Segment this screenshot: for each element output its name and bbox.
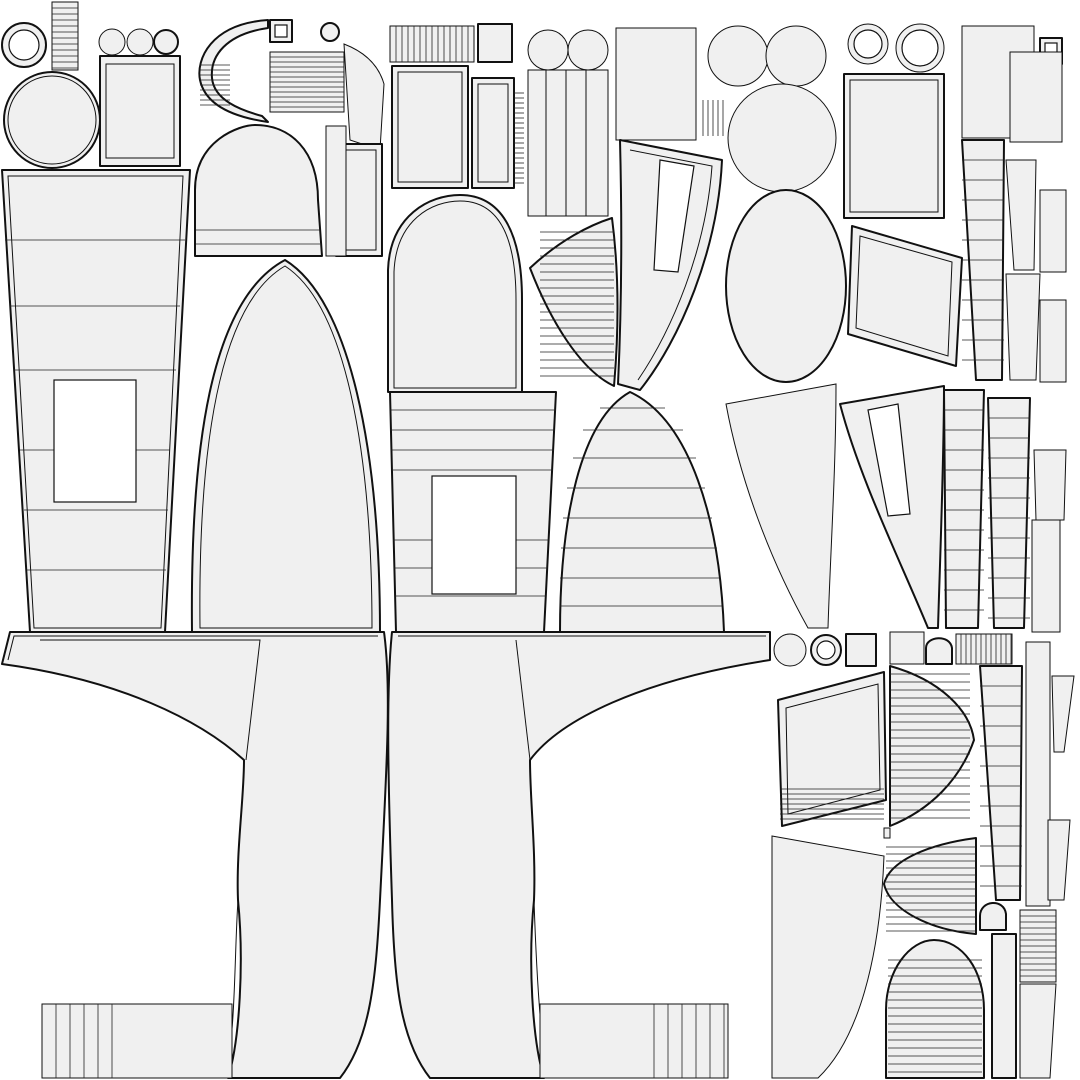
uv-island-frame-right xyxy=(843,73,945,219)
uv-island-strips-bottom-right xyxy=(979,641,1075,1079)
uv-island-tapered-strip-bottom xyxy=(771,835,885,1079)
uv-island-d-shape-top xyxy=(198,19,269,123)
uv-island-foot-center xyxy=(539,1003,729,1079)
uv-island-tapered-strip-mid xyxy=(725,383,837,629)
uv-island-tiny-square xyxy=(883,827,891,839)
uv-island-striped-block xyxy=(269,51,345,113)
uv-island-arch-center xyxy=(387,194,523,393)
uv-island-circles-right-top xyxy=(707,25,827,87)
uv-island-arch-tall-left xyxy=(190,259,381,633)
uv-island-strips-center-top xyxy=(389,23,513,63)
uv-island-disc-right xyxy=(727,83,837,193)
uv-island-small-row xyxy=(773,631,1013,667)
uv-island-twisted-strip xyxy=(617,139,723,391)
uv-island-frame-center xyxy=(391,65,469,189)
uv-island-egg-right xyxy=(725,189,847,383)
uv-island-wedge xyxy=(343,43,385,151)
uv-island-circles-top-left xyxy=(98,28,179,56)
uv-island-gear-ring-right xyxy=(895,23,945,73)
uv-island-small-squares-top xyxy=(269,19,340,43)
uv-island-striped-strips-right xyxy=(943,389,1067,633)
uv-island-tall-strip-right xyxy=(961,139,1005,381)
uv-island-fan-left xyxy=(529,217,619,387)
uv-island-box-center-top xyxy=(615,27,724,141)
uv-island-circles-center-top xyxy=(527,29,609,71)
uv-island-narrow-pieces-right xyxy=(1005,51,1067,383)
uv-island-frame-center-right xyxy=(471,77,524,189)
uv-island-fan-bottom xyxy=(889,665,975,827)
uv-island-column-left xyxy=(1,169,191,633)
uv-island-foot-left xyxy=(41,1003,233,1079)
uv-island-skewed-frame-right xyxy=(847,225,963,367)
uv-island-gear-ring-left xyxy=(847,23,889,65)
uv-island-twisted-strip-right xyxy=(839,385,945,629)
uv-island-arch-striped-center xyxy=(559,391,725,633)
uv-island-d-shape-bottom xyxy=(883,837,977,935)
uv-island-disc-left xyxy=(3,71,101,169)
uv-island-ring-top-left xyxy=(1,22,47,68)
uv-island-window-panel-center xyxy=(389,391,557,633)
uv-island-striped-egg xyxy=(885,939,985,1079)
uv-island-dome-left xyxy=(194,124,323,257)
uv-island-strip-top-left xyxy=(51,1,79,71)
uv-island-frame-top-left xyxy=(99,55,181,167)
uv-island-frame-tall-mid xyxy=(325,125,383,257)
uv-island-skewed-frame-bottom xyxy=(777,671,887,827)
uv-island-panels-center xyxy=(527,69,609,217)
